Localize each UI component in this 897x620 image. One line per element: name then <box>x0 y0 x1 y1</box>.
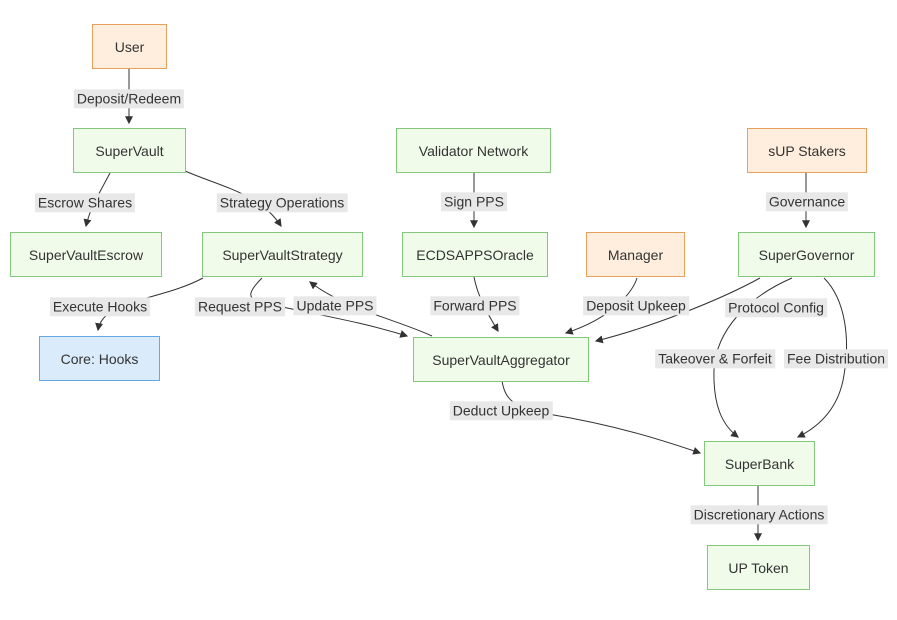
edge-label-governance: Governance <box>765 192 849 212</box>
edge-label-escrow-shares: Escrow Shares <box>34 193 136 213</box>
edge-aggregator-superbank-deduct <box>501 380 702 455</box>
edge-governor-superbank-fee <box>796 277 848 438</box>
edge-label-request-pps: Request PPS <box>194 297 286 317</box>
edge-label-deduct-upkeep: Deduct Upkeep <box>449 401 553 421</box>
node-supervault-strategy: SuperVaultStrategy <box>202 232 363 277</box>
edge-label-strategy-operations: Strategy Operations <box>216 193 348 213</box>
edge-supervault-strategy <box>184 170 282 228</box>
edge-label-protocol-config: Protocol Config <box>725 298 827 318</box>
node-user: User <box>92 24 167 69</box>
edge-label-deposit-upkeep: Deposit Upkeep <box>583 296 689 316</box>
edge-label-deposit-redeem: Deposit/Redeem <box>73 89 185 109</box>
node-supervault-aggregator: SuperVaultAggregator <box>413 337 589 382</box>
edge-label-update-pps: Update PPS <box>293 296 377 316</box>
node-supervault-escrow: SuperVaultEscrow <box>10 232 162 277</box>
edge-label-sign-pps: Sign PPS <box>441 192 507 212</box>
node-ecdsapps-oracle: ECDSAPPSOracle <box>402 232 548 277</box>
node-up-token: UP Token <box>707 545 810 590</box>
node-supervault: SuperVault <box>73 128 186 173</box>
node-sup-stakers: sUP Stakers <box>747 128 867 173</box>
node-manager: Manager <box>586 232 685 277</box>
node-supergovernor: SuperGovernor <box>738 232 875 277</box>
node-core-hooks: Core: Hooks <box>39 336 160 381</box>
edge-label-execute-hooks: Execute Hooks <box>49 297 151 317</box>
node-validator-network: Validator Network <box>396 128 551 173</box>
edge-label-fee-distribution: Fee Distribution <box>783 349 889 369</box>
edge-label-takeover-forfeit: Takeover & Forfeit <box>655 349 775 369</box>
edge-label-forward-pps: Forward PPS <box>430 296 520 316</box>
node-superbank: SuperBank <box>704 441 815 486</box>
edge-label-discretionary-actions: Discretionary Actions <box>690 505 828 525</box>
